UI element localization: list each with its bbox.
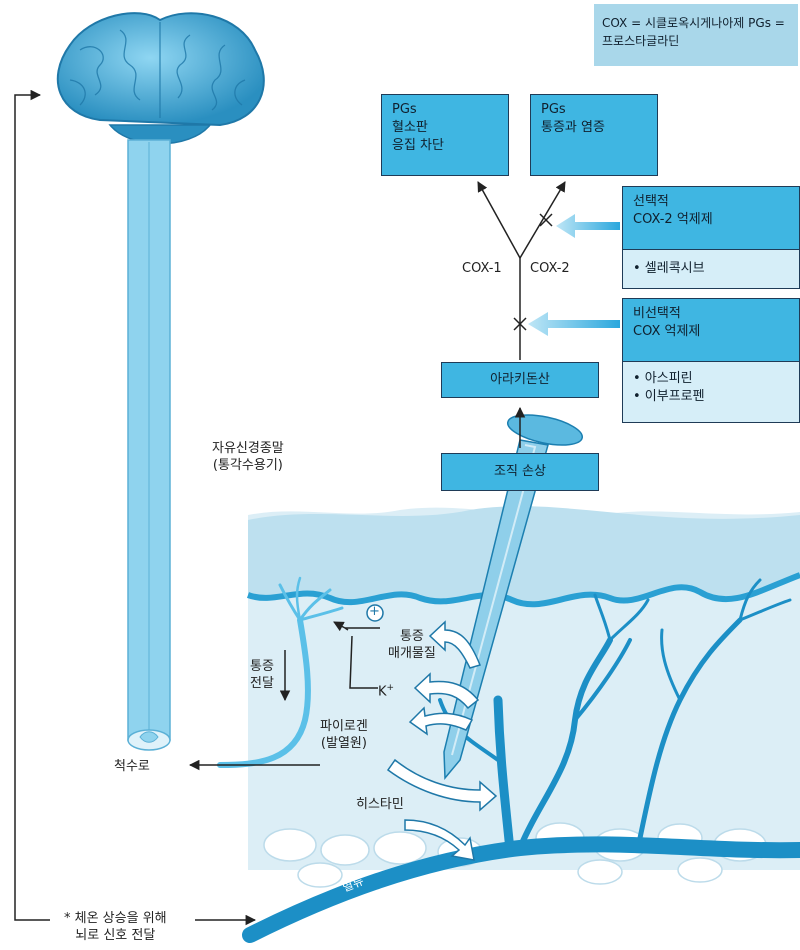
brain-signal-line1: * 체온 상승을 위해 [64,910,167,927]
pain-mediators-line2: 매개물질 [388,645,436,662]
cox2-label: COX-2 [530,260,570,277]
skin-tissue [248,506,800,887]
pgs-platelet-line2: 혈소판 [392,119,498,137]
free-nerve-ending-line1: 자유신경종말 [212,440,284,457]
pgs-platelet-box: PGs 혈소판 응집 차단 [381,94,509,176]
pgs-platelet-line1: PGs [392,101,498,119]
tissue-damage-box: 조직 손상 [441,453,599,491]
selective-drugs-box: • 셀레콕시브 [622,249,800,289]
selective-drug-celecoxib: • 셀레콕시브 [633,260,789,278]
pain-mediators-line1: 통증 [388,628,436,645]
nonselective-inhibitor-box: 비선택적 COX 억제제 [622,298,800,362]
cox1-label: COX-1 [462,260,502,277]
arachidonic-acid-label: 아라키돈산 [490,372,550,387]
nonselective-drug-ibuprofen: • 이부프로펜 [633,388,789,406]
pgs-pain-box: PGs 통증과 염증 [530,94,658,176]
legend-cox: COX = 시클로옥시게나아제 [602,16,744,30]
pain-transmission-label: 통증 전달 [250,658,274,692]
pain-transmission-line2: 전달 [250,675,274,692]
charge-plus: + [369,603,380,620]
histamine-label: 히스타민 [356,796,404,813]
pyrogen-line2: (발열원) [320,735,368,752]
potassium-symbol: K [378,684,387,699]
pyrogen-line1: 파이로겐 [320,718,368,735]
selective-title-line1: 선택적 [633,193,789,211]
brain-signal-line2: 뇌로 신호 전달 [64,927,167,944]
potassium-label: K+ [378,680,394,700]
selective-title-line2: COX-2 억제제 [633,211,789,229]
free-nerve-ending-line2: (통각수용기) [212,457,284,474]
arachidonic-acid-box: 아라키돈산 [441,362,599,398]
brain-signal-label: * 체온 상승을 위해 뇌로 신호 전달 [64,910,167,944]
potassium-charge: + [387,683,395,693]
feedback-line [15,95,50,920]
spinal-tract-label: 척수로 [114,758,150,775]
nonselective-title-line2: COX 억제제 [633,323,789,341]
pgs-pain-line1: PGs [541,101,647,119]
free-nerve-ending-label: 자유신경종말 (통각수용기) [212,440,284,474]
pain-transmission-line1: 통증 [250,658,274,675]
tissue-damage-label: 조직 손상 [494,464,546,479]
nonselective-title-line1: 비선택적 [633,305,789,323]
brain-illustration [58,13,264,750]
nonselective-drugs-box: • 아스피린 • 이부프로펜 [622,361,800,423]
legend-box: COX = 시클로옥시게나아제 PGs = 프로스타글라딘 [594,4,798,66]
pyrogen-label: 파이로겐 (발열원) [320,718,368,752]
nonselective-drug-aspirin: • 아스피린 [633,370,789,388]
pgs-pain-line2: 통증과 염증 [541,119,647,137]
pain-mediators-label: 통증 매개물질 [388,628,436,662]
selective-inhibitor-box: 선택적 COX-2 억제제 [622,186,800,250]
pgs-platelet-line3: 응집 차단 [392,137,498,155]
